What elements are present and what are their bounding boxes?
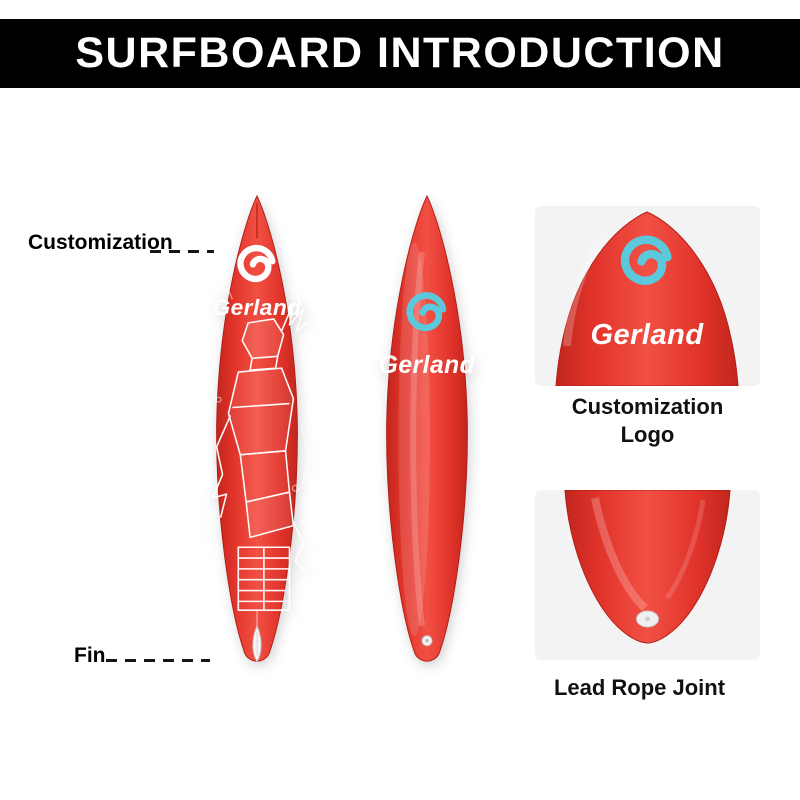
- surfboard-back-svg: Gerland: [379, 194, 476, 662]
- gloss-highlight: [398, 242, 430, 636]
- tail-detail-panel: [535, 490, 760, 660]
- mech-graphic-art: [211, 302, 309, 612]
- fin-callout-label: Fin: [74, 644, 106, 667]
- brand-logo-text: Gerland: [213, 295, 303, 320]
- customization-leader-line: [150, 250, 214, 253]
- brand-logo-text: Gerland: [379, 352, 476, 379]
- gloss-streak-2: [664, 499, 706, 600]
- logo-detail-panel: Gerland: [535, 206, 760, 386]
- caption-line-2: Logo: [620, 422, 675, 447]
- caption-line-1: Customization: [571, 394, 724, 419]
- lead-rope-joint-pin: [645, 616, 650, 622]
- board-nose-closeup-svg: Gerland: [555, 211, 739, 386]
- circuit-deco-marks: [202, 280, 310, 626]
- surfboard-front-graphic-view: Gerland: [183, 193, 331, 685]
- gloss-streak: [563, 231, 609, 347]
- surfboard-back-view: Gerland: [353, 193, 501, 685]
- surfboard-front-svg: Gerland: [202, 194, 310, 663]
- customization-callout-label: Customization: [28, 231, 173, 254]
- header-banner: SURFBOARD INTRODUCTION: [0, 19, 800, 88]
- board-tail-closeup-svg: [564, 490, 731, 644]
- fin-leader-line: [106, 659, 210, 662]
- page-title: SURFBOARD INTRODUCTION: [75, 29, 725, 77]
- brand-logo-text: Gerland: [590, 319, 704, 351]
- gloss-streak: [591, 497, 648, 611]
- board-tail-outline: [564, 490, 731, 644]
- leash-plug-pin: [425, 638, 429, 643]
- board-nose-outline: [555, 211, 739, 386]
- tail-panel-caption: Lead Rope Joint: [553, 675, 726, 700]
- logo-panel-caption: Customization Logo: [535, 393, 760, 449]
